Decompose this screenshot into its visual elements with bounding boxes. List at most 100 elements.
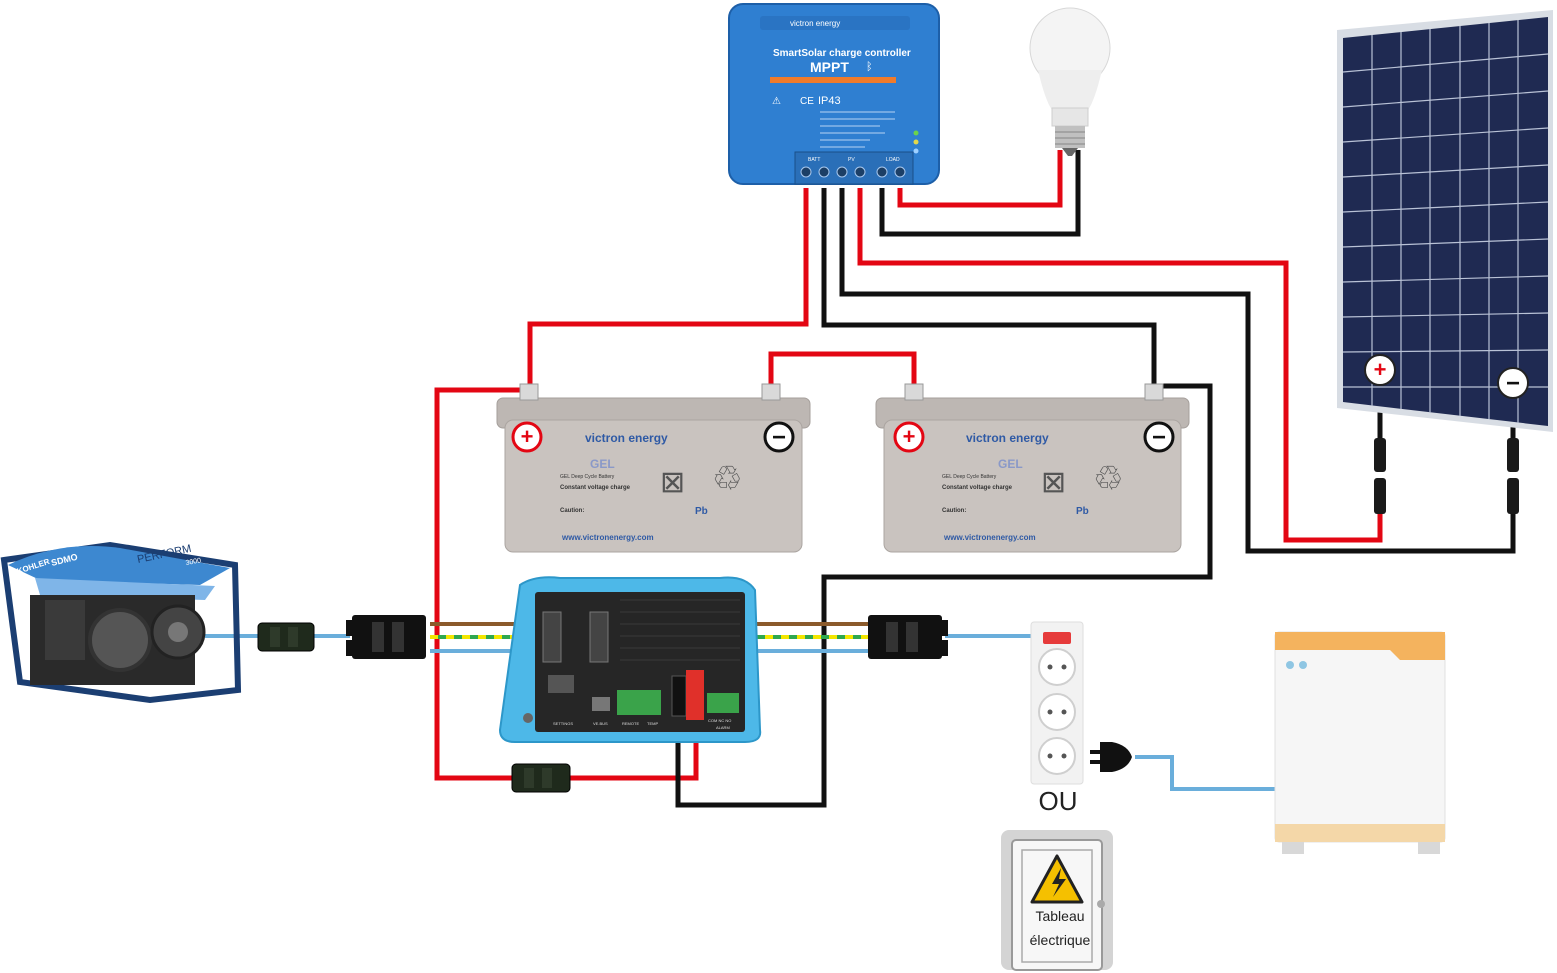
- battery-1-neg-icon: [763, 421, 795, 453]
- led-blue: [913, 148, 919, 154]
- battery-1-pos-icon: [511, 421, 543, 453]
- battery-2-caution: Caution:: [942, 508, 966, 514]
- wire-mppt-pv-neg: [839, 188, 1516, 554]
- inverter-label-com: COM NC NO: [708, 718, 731, 723]
- dc-pos-terminal: [686, 670, 704, 720]
- ac-connector-in: [346, 615, 426, 659]
- dc-neg-terminal: [671, 675, 687, 717]
- appliance: [1274, 631, 1446, 854]
- battery-2-chem: Pb: [1076, 506, 1089, 517]
- mppt-terminal-batt: BATT: [808, 157, 820, 163]
- wiring: [434, 150, 1516, 808]
- inline-fuse-holder: [511, 763, 571, 793]
- battery-1-title: GEL Deep Cycle Battery: [560, 474, 615, 480]
- svg-text:−: −: [772, 424, 786, 451]
- panel-lock: [1097, 900, 1105, 908]
- inverter-label-settings: SETTINGS: [553, 721, 573, 726]
- svg-text:−: −: [1506, 370, 1520, 397]
- remote-connector: [617, 690, 661, 715]
- mc4-pos-top: [1374, 438, 1386, 472]
- svg-text:+: +: [1374, 357, 1387, 382]
- battery-2-pos-icon: [893, 421, 925, 453]
- battery-2: + − victron energy GEL GEL Deep Cycle Ba…: [875, 383, 1190, 553]
- settings-knob: [548, 675, 574, 693]
- battery-1-voltage: Constant voltage charge: [560, 485, 631, 491]
- mppt-controller: victron energy SmartSolar charge control…: [728, 3, 940, 185]
- appliance-indicator-1: [1286, 661, 1294, 669]
- battery-2-title: GEL Deep Cycle Battery: [942, 474, 997, 480]
- plug-icon: [1090, 742, 1132, 772]
- electrical-panel-label-line2: électrique: [1029, 932, 1091, 948]
- svg-text:+: +: [903, 424, 916, 449]
- solar-neg-terminal: −: [1497, 367, 1529, 399]
- high-voltage-icon: [1030, 854, 1084, 904]
- alarm-connector: [707, 693, 739, 713]
- vebus-port: [592, 697, 610, 711]
- svg-text:+: +: [521, 424, 534, 449]
- inverter-label-temp: TEMP: [647, 721, 658, 726]
- electrical-panel: [1001, 830, 1113, 971]
- wire-batt-inverter-pos: [434, 387, 699, 781]
- wire-battery-series: [768, 351, 917, 395]
- battery-2-website: www.victronenergy.com: [943, 533, 1036, 542]
- socket-icons: [1038, 648, 1076, 775]
- battery-1-brand: victron energy: [585, 431, 668, 445]
- appliance-indicator-2: [1299, 661, 1307, 669]
- ce-mark-icon: CE: [800, 96, 814, 107]
- wire-mppt-batt-pos: [527, 188, 809, 395]
- led-green: [913, 130, 919, 136]
- mppt-terminal-pv: PV: [848, 157, 855, 163]
- power-strip: [1030, 621, 1084, 785]
- svg-text:−: −: [1152, 424, 1166, 451]
- generator-number: 3000: [185, 557, 202, 567]
- battery-2-type: GEL: [998, 457, 1023, 471]
- mppt-brand: victron energy: [790, 19, 840, 28]
- led-yellow: [913, 139, 919, 145]
- mc4-pos-bottom: [1374, 478, 1386, 514]
- mppt-terminal-block: [794, 151, 914, 185]
- inverter-ac-terminals: [542, 611, 609, 663]
- battery-2-brand: victron energy: [966, 431, 1049, 445]
- mc4-neg-bottom: [1507, 478, 1519, 514]
- power-strip-switch: [1043, 632, 1071, 644]
- battery-1-caution: Caution:: [560, 508, 584, 514]
- battery-2-neg-icon: [1143, 421, 1175, 453]
- wire-mppt-load-pos: [897, 150, 1063, 208]
- mc4-connectors: [1374, 438, 1519, 514]
- wire-plug-to-appliance: [1135, 755, 1276, 791]
- warning-icon: ⚠: [772, 96, 781, 107]
- inverter-vent-grid: [620, 599, 740, 661]
- inverter-label-remote: REMOTE: [622, 721, 639, 726]
- inverter-label-alarm: ALARM: [716, 725, 730, 730]
- crossed-bin-icon: ⊠: [660, 466, 685, 499]
- solar-panel: + −: [1337, 10, 1553, 432]
- wire-mppt-load-neg: [879, 150, 1081, 237]
- ac-connector-out: [868, 615, 948, 659]
- wire-mppt-batt-neg: [821, 188, 1157, 392]
- battery-1-website: www.victronenergy.com: [561, 533, 654, 542]
- mppt-terminal-screws: [800, 166, 906, 178]
- battery-1: + − victron energy GEL GEL Deep Cycle Ba…: [496, 383, 811, 553]
- or-label: OU: [1038, 786, 1078, 816]
- inverter-charger: SETTINGS VE.BUS REMOTE TEMP COM NC NO AL…: [498, 576, 762, 743]
- crossed-bin-icon: ⊠: [1041, 466, 1066, 499]
- solar-cells-grid: [1342, 20, 1549, 423]
- recycle-icon: ♲: [712, 460, 742, 498]
- light-bulb-icon: [1029, 7, 1111, 156]
- mppt-terminal-load: LOAD: [886, 157, 900, 163]
- mc4-neg-top: [1507, 438, 1519, 472]
- inverter-label-vebus: VE.BUS: [593, 721, 608, 726]
- battery-1-type: GEL: [590, 457, 615, 471]
- mppt-orange-bar: [770, 77, 896, 83]
- solar-pos-terminal: +: [1364, 354, 1396, 386]
- bluetooth-icon: ᛒ: [866, 61, 873, 73]
- wire-mppt-pv-pos: [857, 188, 1383, 543]
- wire-batt-inverter-neg: [675, 383, 1213, 808]
- mppt-product: SmartSolar charge controller: [773, 48, 911, 59]
- battery-1-chem: Pb: [695, 506, 708, 517]
- mppt-spec-lines: [820, 111, 895, 148]
- mppt-rating: IP43: [818, 95, 841, 107]
- ground-screw: [523, 713, 533, 723]
- generator: KOHLER SDMO PERFORM 3000: [0, 541, 242, 704]
